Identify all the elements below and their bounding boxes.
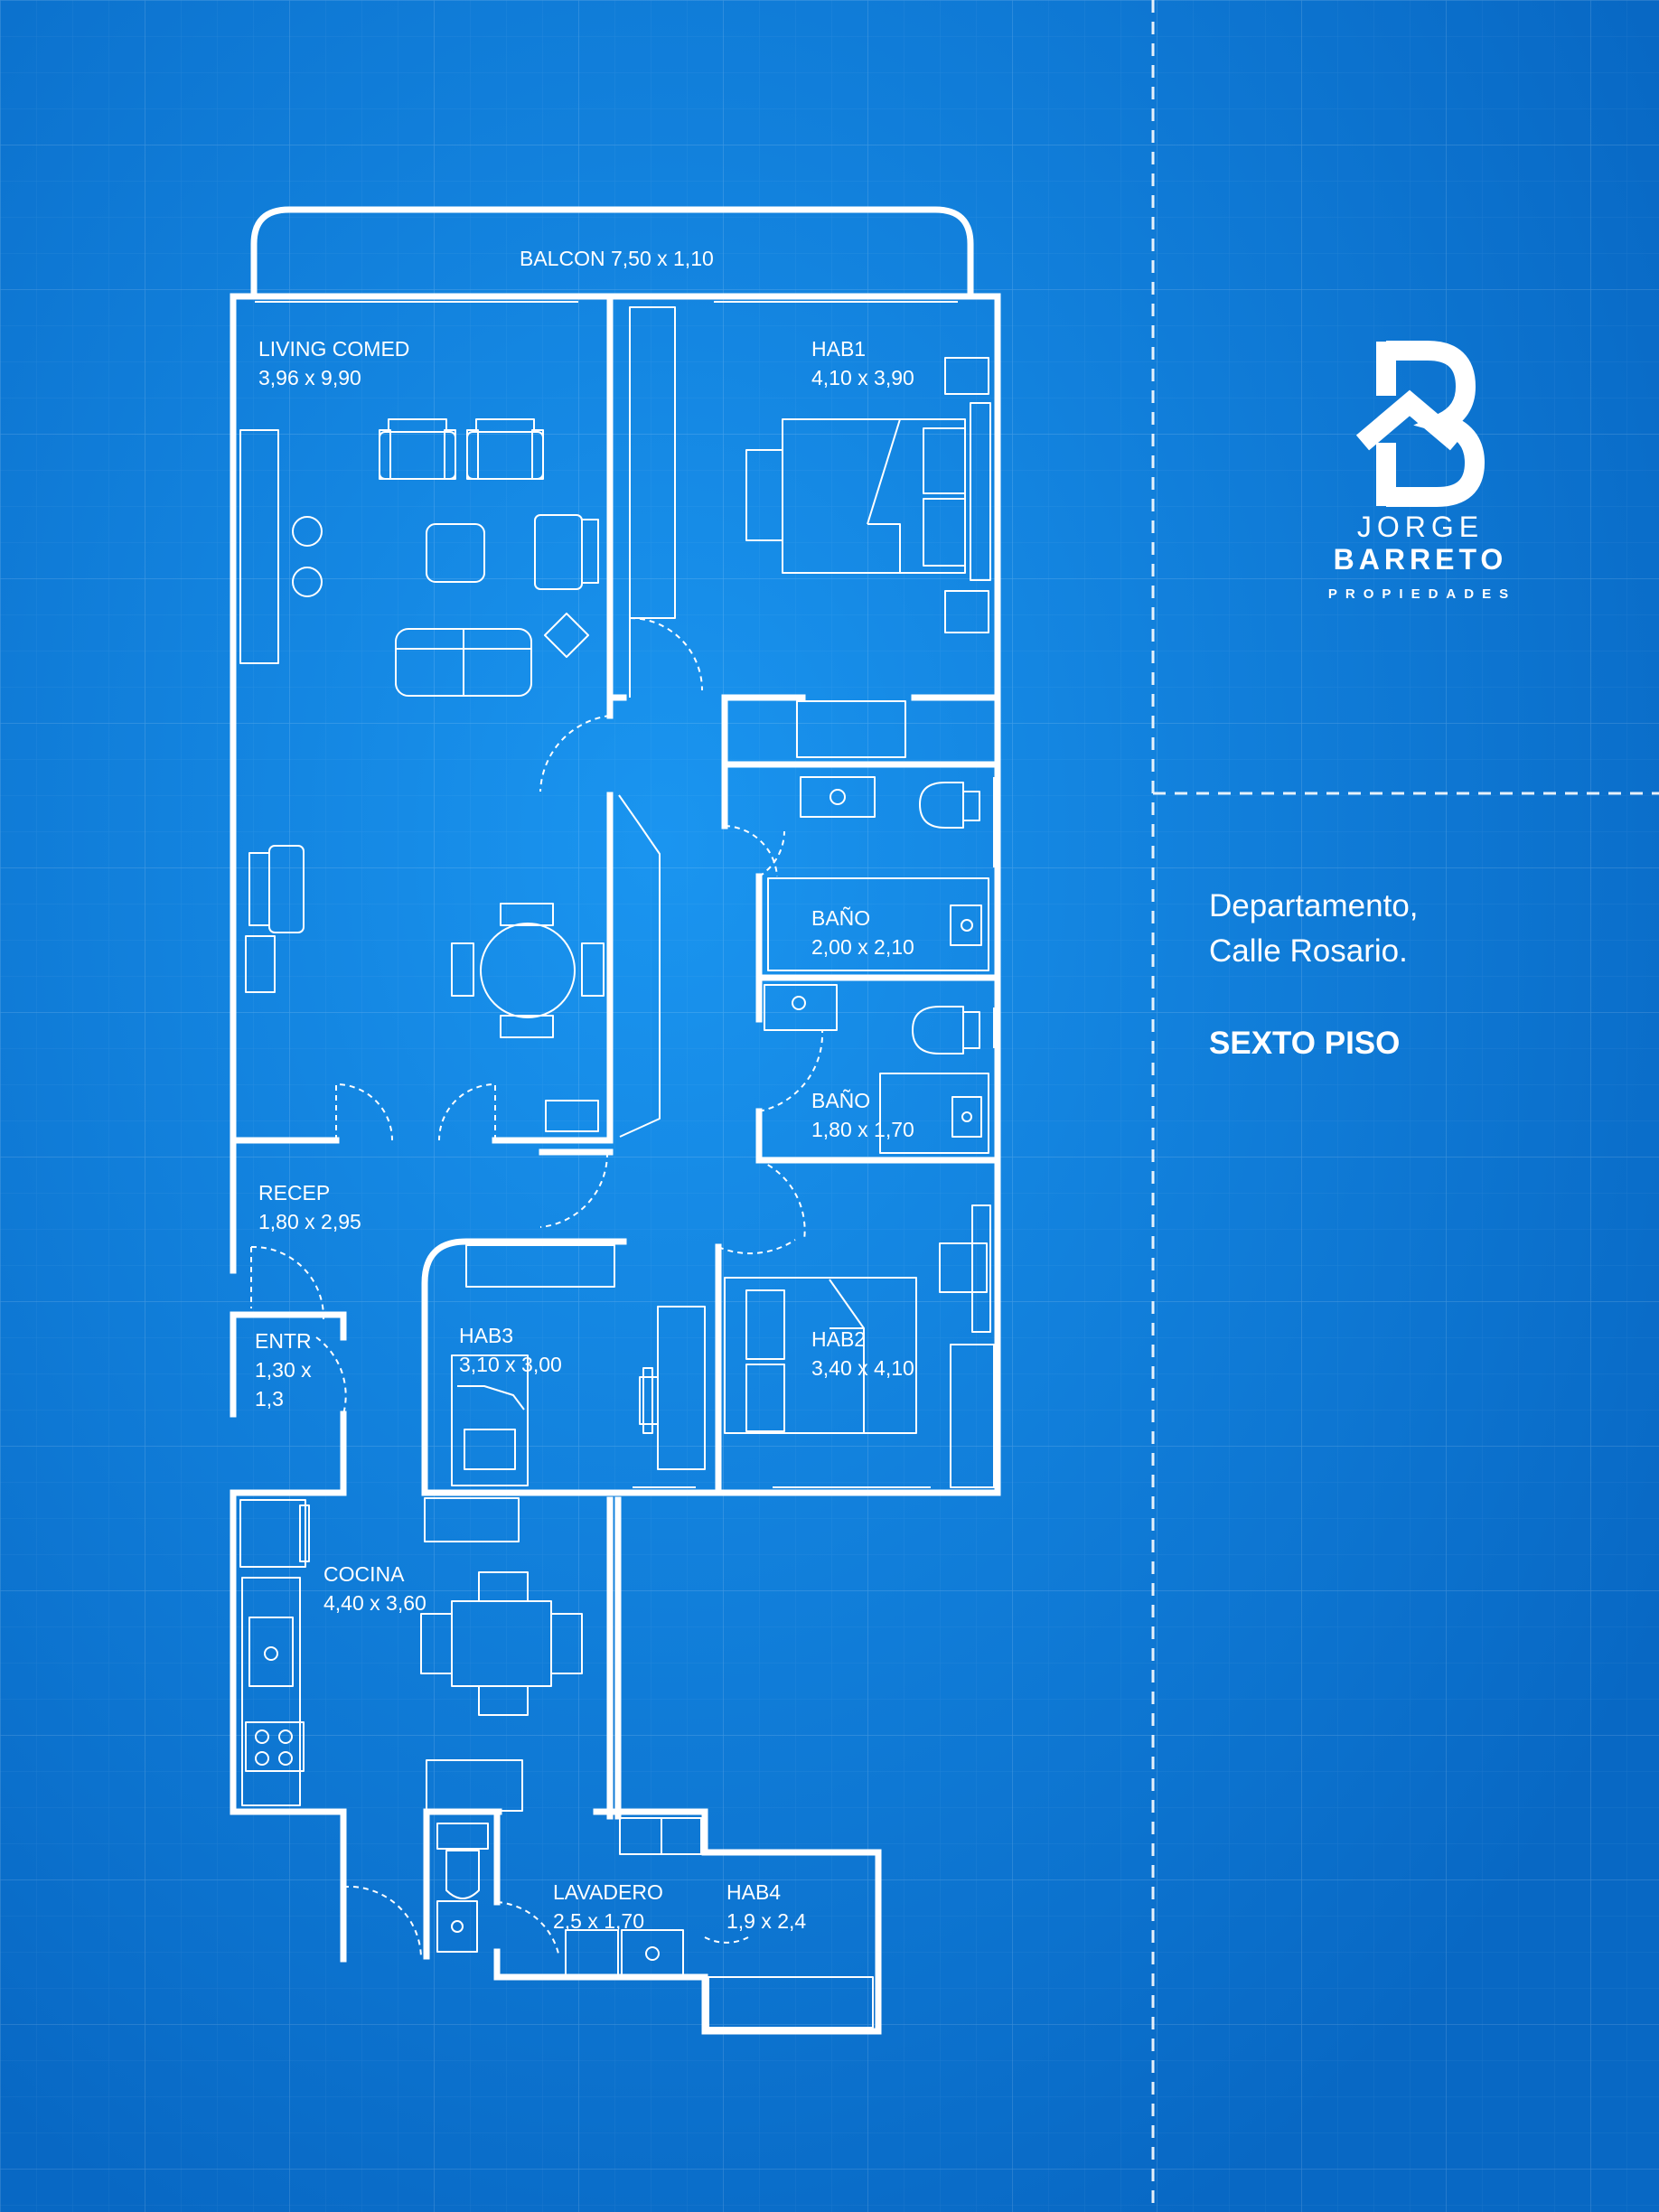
label-bano1-size: 2,00 x 2,10 — [811, 935, 914, 959]
label-living-name: LIVING COMED — [258, 337, 409, 361]
label-hab3-name: HAB3 — [459, 1324, 513, 1347]
label-living-size: 3,96 x 9,90 — [258, 366, 361, 389]
label-balcon: BALCON 7,50 x 1,10 — [520, 247, 714, 270]
label-hab2-name: HAB2 — [811, 1327, 866, 1351]
label-bano1-name: BAÑO — [811, 906, 870, 930]
room-labels: BALCON 7,50 x 1,10 LIVING COMED 3,96 x 9… — [255, 247, 914, 1933]
brand-line3: PROPIEDADES — [1328, 586, 1516, 602]
info-title-1: Departamento, — [1209, 888, 1419, 923]
dashed-separators — [1151, 0, 1659, 2212]
label-bano2-size: 1,80 x 1,70 — [811, 1118, 914, 1141]
info-title-2: Calle Rosario. — [1209, 933, 1408, 969]
label-hab4-name: HAB4 — [726, 1880, 781, 1904]
label-hab1-name: HAB1 — [811, 337, 866, 361]
label-bano2-name: BAÑO — [811, 1089, 870, 1112]
label-lavadero-name: LAVADERO — [553, 1880, 663, 1904]
label-recep-size: 1,80 x 2,95 — [258, 1210, 361, 1233]
brand-line1: JORGE — [1357, 511, 1484, 543]
label-hab3-size: 3,10 x 3,00 — [459, 1353, 562, 1376]
label-cocina-name: COCINA — [323, 1562, 405, 1586]
label-entr-size-2: 1,3 — [255, 1387, 284, 1411]
info-floor: SEXTO PISO — [1209, 1026, 1400, 1061]
label-hab4-size: 1,9 x 2,4 — [726, 1909, 806, 1933]
label-hab2-size: 3,40 x 4,10 — [811, 1356, 914, 1380]
brand-line2: BARRETO — [1334, 543, 1508, 576]
label-hab1-size: 4,10 x 3,90 — [811, 366, 914, 389]
brand-logo: JORGE BARRETO PROPIEDADES — [1328, 341, 1516, 602]
walls — [230, 206, 1001, 2035]
label-recep-name: RECEP — [258, 1181, 330, 1204]
label-cocina-size: 4,40 x 3,60 — [323, 1591, 426, 1615]
logo-house-b-icon — [1355, 341, 1486, 507]
label-entr-size-1: 1,30 x — [255, 1358, 312, 1382]
label-entr-name: ENTR — [255, 1329, 312, 1353]
furniture-and-fixtures — [239, 301, 995, 2029]
property-info: Departamento, Calle Rosario. SEXTO PISO — [1209, 888, 1419, 1061]
label-lavadero-size: 2,5 x 1,70 — [553, 1909, 644, 1933]
